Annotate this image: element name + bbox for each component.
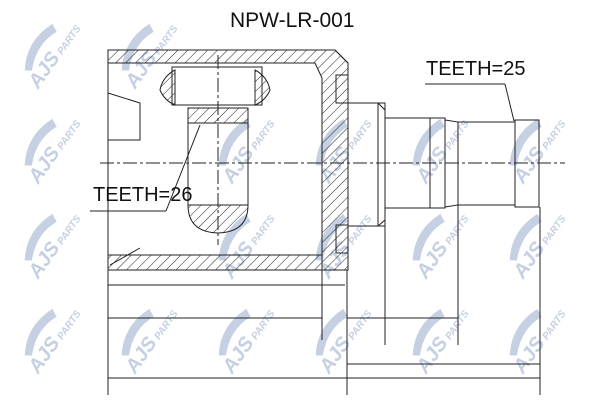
part-number-title: NPW-LR-001 [230,9,355,32]
stub-shaft [348,102,540,227]
watermark-swoosh [24,118,57,166]
teeth-26-label: TEETH=26 [93,184,193,206]
housing [107,49,349,286]
centerlines [100,55,565,245]
tripod-roller [159,66,271,234]
watermark-swoosh [509,308,542,356]
watermark-swoosh [218,118,251,166]
watermark-swoosh [509,213,542,261]
watermark-swoosh [412,118,445,166]
watermark-swoosh [121,308,154,356]
watermark-swoosh [24,213,57,261]
watermark-swoosh [412,213,445,261]
watermark-swoosh [218,308,251,356]
leader-teeth-26-arrow [165,124,201,212]
watermark-swoosh [24,308,57,356]
watermark-swoosh [218,213,251,261]
leader-teeth-25-arrow [504,83,515,122]
watermark-swoosh [412,308,445,356]
teeth-25-label: TEETH=25 [426,58,526,80]
watermark-swoosh [509,118,542,166]
dimension-lines [107,118,541,395]
watermark-swoosh [315,308,348,356]
watermark-swoosh [24,23,57,71]
